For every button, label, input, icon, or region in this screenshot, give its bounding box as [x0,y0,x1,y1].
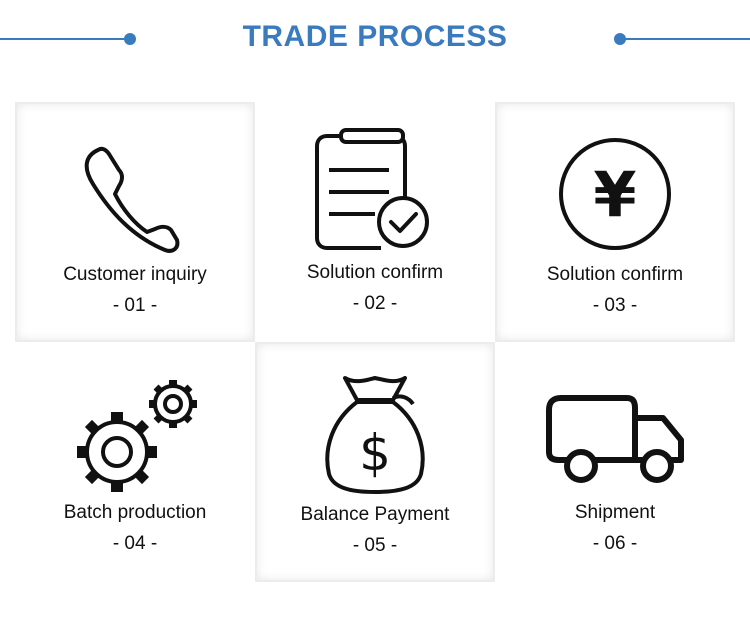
step-label: Batch production [63,502,207,523]
step-card-06: Shipment - 06 - [495,342,735,582]
header: TRADE PROCESS [0,0,750,80]
money-bag-icon: $ [305,368,445,498]
step-label: Solution confirm [306,262,444,283]
process-grid: Customer inquiry - 01 - Solution confirm… [15,102,735,584]
step-card-03: ¥ Solution confirm - 03 - [495,102,735,342]
step-number: - 05 - [352,535,398,556]
clipboard-check-icon [305,126,445,256]
step-number: - 01 - [112,295,158,316]
header-line-left [0,38,128,40]
header-dot-left [124,33,136,45]
step-number: - 06 - [592,533,638,554]
gears-icon [65,366,205,496]
step-number: - 04 - [112,533,158,554]
step-label: Balance Payment [300,504,450,525]
step-number: - 03 - [592,295,638,316]
step-card-05: $ Balance Payment - 05 - [255,342,495,582]
step-card-01: Customer inquiry - 01 - [15,102,255,342]
step-label: Shipment [574,502,656,523]
step-label: Customer inquiry [63,264,207,285]
phone-icon [65,128,205,258]
step-card-04: Batch production - 04 - [15,342,255,582]
step-number: - 02 - [352,293,398,314]
truck-icon [545,366,685,496]
step-label: Solution confirm [546,264,684,285]
header-dot-right [614,33,626,45]
step-card-02: Solution confirm - 02 - [255,102,495,342]
dollar-symbol: $ [359,424,391,482]
page-title: TRADE PROCESS [242,20,508,53]
yen-symbol: ¥ [593,158,636,231]
yen-coin-icon: ¥ [545,128,685,258]
header-line-right [622,38,750,40]
